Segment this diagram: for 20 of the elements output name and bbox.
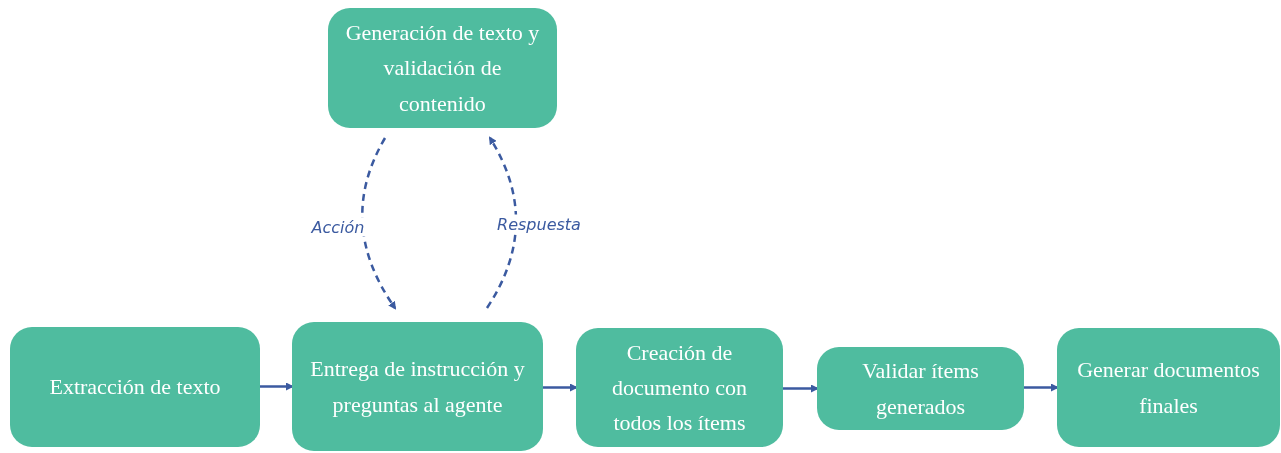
box-label: Validar ítems generados <box>861 357 980 421</box>
arrow <box>1024 383 1059 392</box>
box-label: Extracción de texto <box>49 373 221 402</box>
process-box <box>817 347 1024 430</box>
process-box <box>10 327 260 447</box>
process-box <box>292 322 543 451</box>
box-label: Generación de texto y validación de contenido <box>344 19 541 118</box>
box-label: Creación de documento con todos los ítems <box>611 338 748 438</box>
arrow <box>543 383 578 392</box>
arrow <box>260 382 294 391</box>
box-label: Generar documentos finales <box>1076 356 1261 420</box>
arrow <box>783 384 819 393</box>
box-label: Entrega de instrucción y preguntas al agente <box>309 355 526 419</box>
arrow <box>361 137 397 310</box>
edge-label: Respuesta <box>495 214 583 234</box>
arrow <box>485 136 518 309</box>
process-box <box>576 328 783 447</box>
process-box <box>1057 328 1280 447</box>
process-box <box>328 8 557 128</box>
edge-label: Acción <box>309 217 367 237</box>
